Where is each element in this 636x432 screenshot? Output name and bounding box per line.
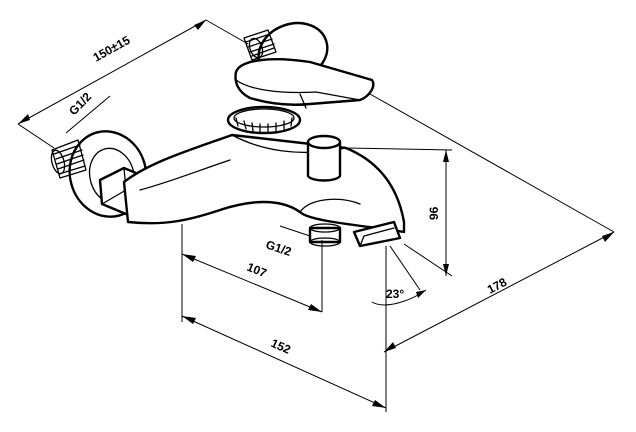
dim-outlet-label: 107: [245, 260, 269, 281]
dim-spacing-label: 150±15: [91, 33, 133, 65]
dimension-angle: 23°: [371, 245, 427, 310]
thread-left-label: G1/2: [66, 89, 94, 118]
dim-angle-label: 23°: [386, 287, 404, 301]
thread-bottom-label: G1/2: [264, 238, 293, 259]
thread-bottom-callout: G1/2: [264, 225, 311, 259]
dimension-spacing: 150±15: [17, 19, 249, 149]
thread-left-callout: G1/2: [65, 89, 111, 134]
dim-length-label: 178: [485, 275, 510, 297]
faucet-body: [122, 58, 406, 248]
dimension-length: 178: [369, 93, 615, 353]
dimension-height: 96: [345, 147, 453, 277]
dim-height-label: 96: [427, 206, 441, 220]
dimension-outlet: 107: [181, 224, 323, 313]
dim-depth-label: 152: [269, 336, 293, 357]
dimension-depth: 152: [181, 246, 387, 412]
